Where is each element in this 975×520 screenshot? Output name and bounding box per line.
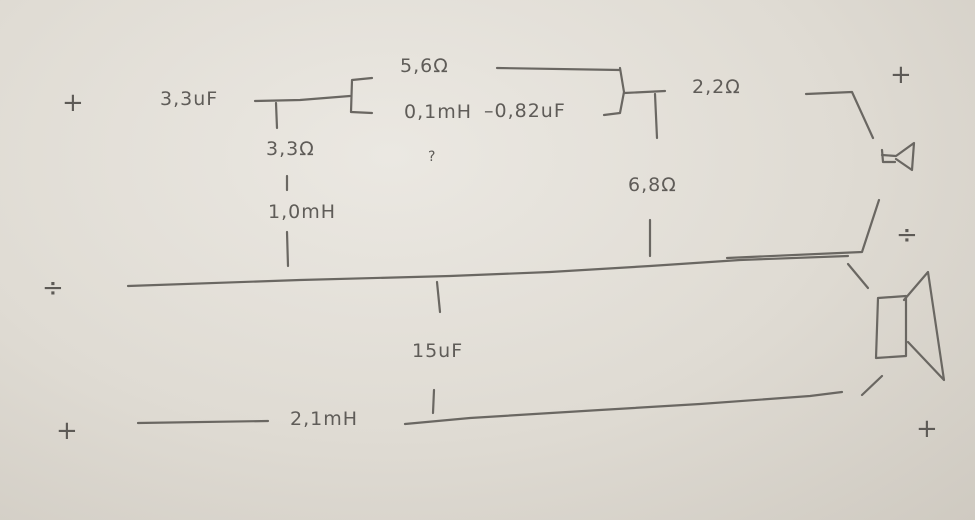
label-0-82uF: –0,82uF <box>484 100 566 122</box>
wire-woofer-plus <box>860 374 884 397</box>
label-5-6-ohm: 5,6Ω <box>400 55 449 77</box>
wire-1-0mH <box>285 230 290 268</box>
wire-15uF-top <box>435 280 442 314</box>
terminal-top-left: + <box>62 88 85 118</box>
terminal-bottom-right: + <box>916 414 939 444</box>
label-2-1mH: 2,1mH <box>290 408 359 430</box>
label-0-1mH: 0,1mH <box>404 101 473 123</box>
wire-ground <box>126 254 850 288</box>
wire-tweeter-minus <box>725 198 881 260</box>
label-6-8-ohm: 6,8Ω <box>628 174 677 196</box>
woofer-icon <box>874 270 946 382</box>
terminal-bottom-left: + <box>56 416 79 446</box>
wire-to-junction <box>622 89 667 95</box>
wire-5-6 <box>495 66 622 72</box>
wire-3-3-top <box>274 101 279 130</box>
terminal-mid-right: ÷ <box>896 220 919 250</box>
bracket-right <box>602 66 626 117</box>
label-2-2-ohm: 2,2Ω <box>692 76 741 98</box>
wire-15uF-bottom <box>431 388 436 415</box>
question-mark-annotation: ? <box>428 149 437 165</box>
terminal-tweeter-plus: + <box>890 60 913 90</box>
wire-bottom-right <box>403 390 844 426</box>
bracket-left <box>349 76 374 115</box>
label-1-0mH: 1,0mH <box>268 201 337 223</box>
wire-top-input <box>253 94 352 103</box>
tweeter-icon <box>880 141 916 172</box>
label-3-3uF: 3,3uF <box>160 88 219 110</box>
terminal-mid-left: ÷ <box>42 273 65 303</box>
label-3-3-ohm: 3,3Ω <box>266 138 315 160</box>
wire-6-8-top <box>653 92 659 140</box>
label-15uF: 15uF <box>412 340 464 362</box>
wire-2-2 <box>804 90 875 140</box>
wire-woofer-minus <box>846 262 870 290</box>
wire-bottom-left <box>136 419 270 425</box>
